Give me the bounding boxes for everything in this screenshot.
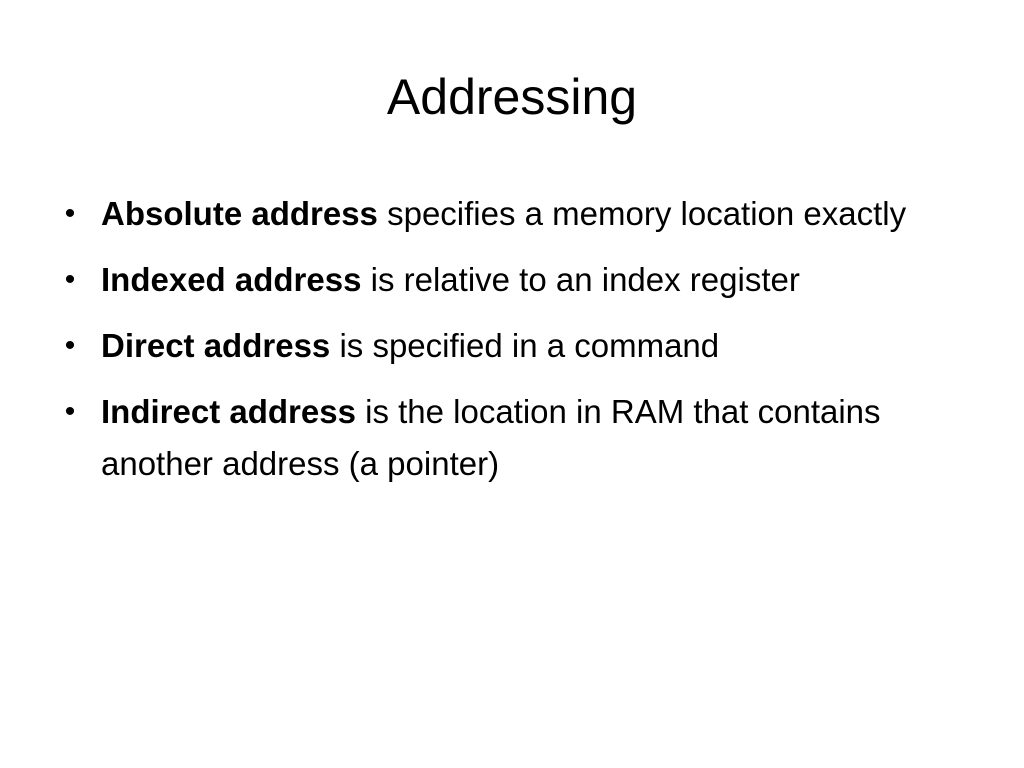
bullet-icon: • bbox=[64, 395, 76, 428]
bullet-icon: • bbox=[64, 197, 76, 230]
bullet-icon: • bbox=[64, 263, 76, 296]
bullet-description: is specified in a command bbox=[330, 327, 720, 364]
bullet-description: is relative to an index register bbox=[361, 261, 800, 298]
bullet-term: Indirect address bbox=[101, 393, 356, 430]
bullet-description: is the location in RAM that contains ano… bbox=[101, 393, 881, 482]
slide-title: Addressing bbox=[386, 69, 638, 125]
bullet-term: Absolute address bbox=[101, 195, 378, 232]
bullet-item: • Direct address is specified in a comma… bbox=[60, 320, 980, 372]
bullet-list: • Absolute address specifies a memory lo… bbox=[60, 188, 980, 504]
bullet-item: • Absolute address specifies a memory lo… bbox=[60, 188, 980, 240]
bullet-term: Direct address bbox=[101, 327, 331, 364]
bullet-term: Indexed address bbox=[101, 261, 362, 298]
bullet-icon: • bbox=[64, 329, 76, 362]
bullet-description: specifies a memory location exactly bbox=[377, 195, 907, 232]
bullet-item: • Indexed address is relative to an inde… bbox=[60, 254, 980, 306]
bullet-item: • Indirect address is the location in RA… bbox=[60, 386, 980, 490]
